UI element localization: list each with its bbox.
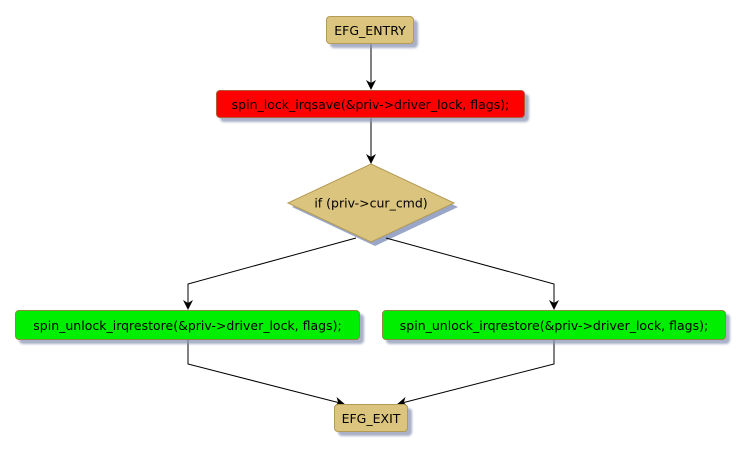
exit-node: EFG_EXIT	[334, 404, 408, 432]
unlock-right-node: spin_unlock_irqrestore(&priv->driver_loc…	[382, 310, 726, 340]
decision-node-shape	[286, 163, 456, 243]
unlock-left-node: spin_unlock_irqrestore(&priv->driver_loc…	[15, 310, 360, 340]
edge-right-exit	[397, 340, 555, 407]
edge-cond-left	[183, 237, 357, 310]
entry-node: EFG_ENTRY	[326, 16, 414, 44]
lock-node: spin_lock_irqsave(&priv->driver_lock, fl…	[216, 90, 525, 118]
edge-cond-right	[385, 237, 559, 310]
decision-node-label: if (priv->cur_cmd)	[314, 195, 428, 211]
edge-left-exit	[187, 340, 345, 407]
